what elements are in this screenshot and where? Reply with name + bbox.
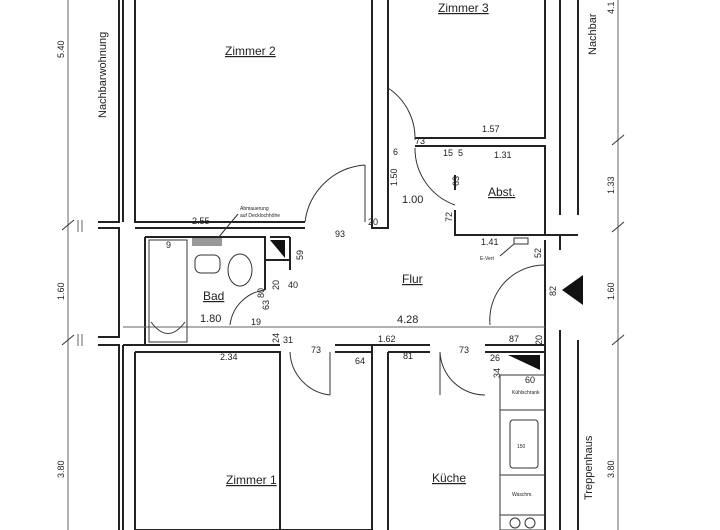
annotation-washer: Waschm. bbox=[512, 492, 533, 498]
dim: 2.55 bbox=[192, 216, 210, 226]
label-nachbar: Nachbar bbox=[587, 13, 599, 55]
dim: 63 bbox=[451, 176, 461, 186]
dim: 1.00 bbox=[402, 194, 423, 206]
label-treppenhaus: Treppenhaus bbox=[583, 435, 595, 500]
dim: 1.62 bbox=[378, 334, 396, 344]
room-bad: Bad bbox=[203, 289, 224, 303]
dim: 59 bbox=[295, 250, 305, 260]
dim: 82 bbox=[548, 286, 558, 296]
bathtub bbox=[148, 239, 188, 343]
dim: 87 bbox=[509, 334, 519, 344]
dim: 1.57 bbox=[482, 124, 500, 134]
dim-right-bottom: 3.80 bbox=[606, 460, 616, 478]
sink bbox=[194, 254, 221, 274]
kitchen-counter bbox=[499, 374, 546, 530]
annotation-exhaust: Abmauerung bbox=[240, 206, 269, 212]
annotation-stove: 150 bbox=[517, 444, 526, 450]
inner-dimensions: 2.55 1.80 2.34 4.28 1.00 1.57 1.31 1.41 … bbox=[166, 124, 558, 385]
toilet bbox=[227, 253, 253, 287]
shaft bbox=[270, 240, 285, 258]
dim: 2.34 bbox=[220, 352, 238, 362]
dim: 64 bbox=[355, 356, 365, 366]
dim: 4.28 bbox=[397, 314, 418, 326]
dim: 20 bbox=[271, 280, 281, 290]
room-kueche: Küche bbox=[432, 471, 466, 485]
room-zimmer-1: Zimmer 1 bbox=[226, 473, 277, 487]
dim: 9 bbox=[166, 240, 171, 250]
dim: 1.50 bbox=[389, 168, 399, 186]
dim: 73 bbox=[311, 345, 321, 355]
label-nachbarwohnung: Nachbarwohnung bbox=[97, 32, 109, 118]
annotation-fridge: Kühlschrank bbox=[512, 390, 540, 396]
doors bbox=[123, 87, 546, 396]
dim-left-mid: 1.60 bbox=[56, 282, 66, 300]
dim: 15 bbox=[443, 148, 453, 158]
room-abst: Abst. bbox=[488, 185, 515, 199]
annotation-meter: E-Vert bbox=[480, 256, 495, 262]
dim: 1.31 bbox=[494, 150, 512, 160]
annotation-exhaust-2: auf Decklochhöhe bbox=[240, 213, 280, 219]
dim: 5 bbox=[458, 148, 463, 158]
left-dimension-line bbox=[61, 0, 83, 530]
dim: 1.41 bbox=[481, 237, 499, 247]
dim: 73 bbox=[459, 345, 469, 355]
dim: 19 bbox=[251, 317, 261, 327]
dim: 1.80 bbox=[200, 313, 221, 325]
dim: 81 bbox=[403, 351, 413, 361]
dim: 20 bbox=[368, 217, 378, 227]
room-zimmer-3: Zimmer 3 bbox=[438, 1, 489, 15]
dim-right-upper: 1.33 bbox=[606, 176, 616, 194]
room-flur: Flur bbox=[402, 272, 423, 286]
right-dimension-line bbox=[611, 0, 625, 530]
dim: 24 bbox=[271, 333, 281, 343]
meter-box bbox=[513, 237, 529, 245]
dim-right-mid: 1.60 bbox=[606, 282, 616, 300]
dim: 63 bbox=[261, 300, 271, 310]
dim: 80 bbox=[256, 288, 266, 298]
hatched-wall bbox=[192, 238, 222, 246]
dim: 34 bbox=[492, 368, 502, 378]
dim: 26 bbox=[490, 353, 500, 363]
dim: 31 bbox=[283, 335, 293, 345]
shaft-kitchen bbox=[508, 355, 540, 370]
walls bbox=[98, 0, 579, 530]
dim: 52 bbox=[533, 248, 543, 258]
dim-right-top: 4.1 bbox=[606, 1, 616, 14]
dim-left-bottom: 3.80 bbox=[56, 460, 66, 478]
dim: 40 bbox=[288, 280, 298, 290]
dim: 60 bbox=[525, 375, 535, 385]
dim: 73 bbox=[415, 136, 425, 146]
dim: 93 bbox=[335, 229, 345, 239]
room-zimmer-2: Zimmer 2 bbox=[225, 44, 276, 58]
dim: 20 bbox=[534, 335, 544, 345]
dim: 6 bbox=[393, 147, 398, 157]
entrance-arrow-icon bbox=[562, 275, 583, 305]
dim: 72 bbox=[444, 212, 454, 222]
dim-left-top: 5.40 bbox=[56, 40, 66, 58]
